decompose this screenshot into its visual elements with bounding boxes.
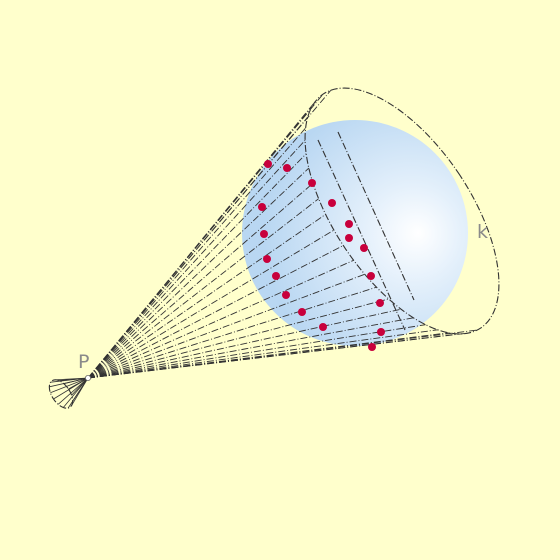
vertex-ray [67, 377, 89, 409]
cone-ray [87, 329, 438, 379]
intersection-dot [263, 255, 271, 263]
vertex-ray [58, 377, 89, 381]
intersection-dot [308, 179, 316, 187]
intersection-dot [367, 272, 375, 280]
intersection-dot [298, 308, 306, 316]
intersection-dots [258, 160, 385, 351]
cone-ray [87, 308, 402, 379]
cone-ray [87, 324, 426, 379]
vertex-rays [49, 377, 89, 409]
vertex-ray [63, 377, 89, 385]
intersection-dot [272, 272, 280, 280]
cone-ray [87, 286, 377, 379]
intersection-dot [264, 160, 272, 168]
intersection-dot [319, 323, 327, 331]
intersection-dot [260, 230, 268, 238]
cone-ray [87, 90, 332, 379]
intersection-dot [345, 220, 353, 228]
cone-ray [87, 198, 319, 379]
cone-base-ellipse [304, 87, 500, 335]
cone-rays [87, 90, 478, 379]
intersection-dot [376, 299, 384, 307]
intersection-dot [377, 328, 385, 336]
cone-ray [87, 298, 389, 379]
sphere-chord-1 [317, 139, 406, 331]
intersection-dot [368, 343, 376, 351]
sphere-k [242, 120, 468, 346]
vertex-ray [62, 377, 89, 408]
point-p-marker [85, 374, 92, 381]
vertex-ray [57, 377, 89, 405]
intersection-dot [345, 234, 353, 242]
intersection-dot [282, 291, 290, 299]
cone-ray [87, 127, 306, 379]
vertex-ray [50, 377, 89, 394]
cone-ray [87, 139, 306, 379]
cone-ray [87, 182, 314, 379]
intersection-dot [328, 199, 336, 207]
cone-ray [87, 153, 307, 379]
label-p: P [78, 351, 89, 373]
intersection-dot [258, 203, 266, 211]
cone-ray [87, 273, 365, 379]
cone-ray [87, 93, 324, 379]
cone-ray [87, 259, 354, 379]
cone-ray [87, 167, 310, 379]
sphere-chord-2 [337, 131, 415, 301]
label-k: k [477, 221, 488, 243]
vertex-ray [53, 377, 89, 400]
intersection-dot [283, 164, 291, 172]
cone-ray [87, 317, 414, 379]
intersection-dot [360, 244, 368, 252]
cone-ray [87, 214, 326, 379]
cone-ray [87, 332, 449, 379]
